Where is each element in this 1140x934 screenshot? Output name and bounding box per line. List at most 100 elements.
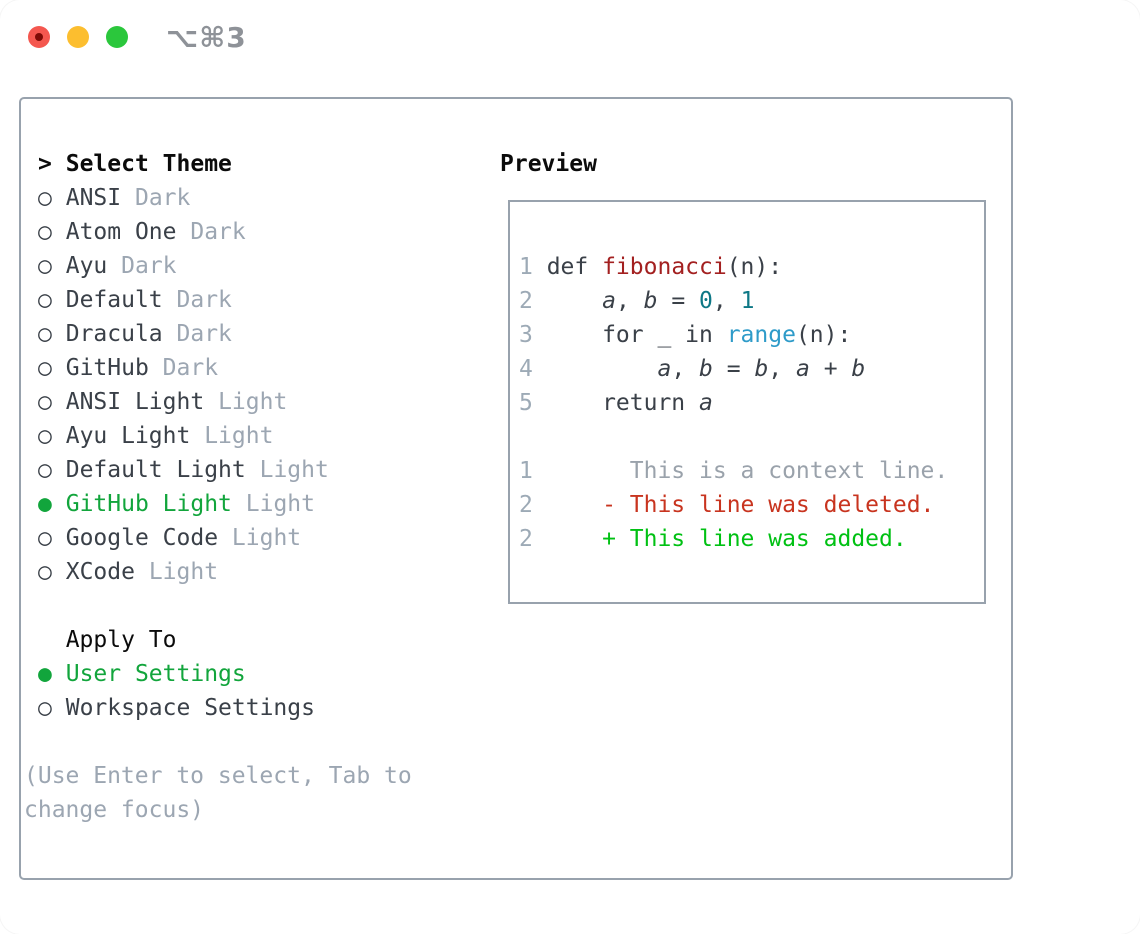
line-number: 4 [519, 356, 533, 382]
theme-name: GitHub [65, 355, 149, 381]
theme-option-default-light[interactable]: ○ Default Light Light [38, 453, 412, 487]
spacer [24, 725, 412, 759]
theme-variant-label: Light [245, 491, 315, 517]
theme-name: Default [65, 287, 163, 313]
theme-list-heading-label: Select Theme [65, 151, 232, 177]
theme-option-ayu-light[interactable]: ○ Ayu Light Light [38, 419, 412, 453]
code-line: 1 This is a context line. [519, 454, 976, 488]
apply-option-label: Workspace Settings [65, 695, 315, 721]
code-token: a [657, 356, 672, 382]
theme-option-dracula[interactable]: ○ Dracula Dark [38, 317, 412, 351]
code-token: a [602, 288, 616, 314]
line-number: 2 [519, 288, 533, 314]
theme-variant-label: Dark [190, 219, 246, 245]
theme-name: ANSI [65, 185, 122, 211]
code-token: return [546, 390, 700, 416]
code-line: 2 + This line was added. [519, 522, 976, 556]
hint-text: change focus) [24, 797, 205, 823]
code-token: fibonacci [602, 254, 727, 280]
radio-unselected-icon: ○ [38, 695, 52, 721]
caret-icon: > [38, 151, 52, 177]
code-token [547, 356, 658, 382]
line-number: 2 [519, 526, 533, 552]
apply-option-user-settings[interactable]: ● User Settings [38, 657, 412, 691]
theme-variant-label: Light [148, 559, 219, 585]
code-token: , [768, 356, 796, 382]
code-token: b [699, 356, 713, 382]
code-token: b [754, 356, 769, 382]
code-token: , [671, 356, 700, 382]
code-token: , [712, 288, 741, 314]
radio-unselected-icon: ○ [38, 185, 52, 211]
theme-option-ansi-light[interactable]: ○ ANSI Light Light [38, 385, 412, 419]
theme-list-heading: > Select Theme [38, 147, 412, 181]
code-token: = [657, 288, 700, 314]
code-token: + [809, 356, 852, 382]
theme-variant-label: Light [231, 525, 302, 551]
code-token: 0 [699, 288, 713, 314]
code-token: 1 [740, 288, 755, 314]
spacer [24, 589, 412, 623]
code-token: range [726, 322, 796, 348]
radio-unselected-icon: ○ [38, 423, 52, 449]
theme-name: Google Code [65, 525, 219, 551]
radio-unselected-icon: ○ [38, 559, 52, 585]
code-token: for _ in [546, 322, 727, 348]
theme-variant-label: Light [204, 423, 274, 449]
line-number: 1 [519, 254, 533, 280]
radio-unselected-icon: ○ [38, 287, 52, 313]
apply-option-label: User Settings [65, 661, 246, 687]
theme-variant-label: Light [218, 389, 288, 415]
theme-option-xcode[interactable]: ○ XCode Light [38, 555, 412, 589]
theme-variant-label: Dark [176, 321, 232, 347]
hint-text: (Use Enter to select, Tab to [24, 763, 412, 789]
radio-selected-icon: ● [38, 491, 52, 517]
radio-unselected-icon: ○ [38, 457, 52, 483]
zoom-button[interactable] [106, 26, 128, 48]
code-token [547, 288, 602, 314]
theme-variant-label: Dark [176, 287, 232, 313]
radio-unselected-icon: ○ [38, 389, 52, 415]
code-line: 2 - This line was deleted. [519, 488, 976, 522]
code-blank-line [519, 420, 976, 454]
theme-option-google-code[interactable]: ○ Google Code Light [38, 521, 412, 555]
close-button[interactable] [28, 26, 50, 48]
code-line: 2 a, b = 0, 1 [519, 284, 976, 318]
theme-name: XCode [65, 559, 135, 585]
code-token: def [546, 254, 603, 280]
theme-option-ansi[interactable]: ○ ANSI Dark [38, 181, 412, 215]
preview-box: 1 def fibonacci (n): 2 a, b = 0, 1 3 for _ i… [508, 200, 986, 604]
radio-unselected-icon: ○ [38, 219, 52, 245]
theme-picker-panel: > Select Theme○ ANSI Dark○ Atom One Dark… [19, 97, 1013, 880]
apply-to-heading: Apply To [38, 623, 412, 657]
code-token: = [712, 356, 755, 382]
line-number: 1 [519, 458, 533, 484]
code-token: - This line was deleted. [546, 492, 935, 518]
code-line: 5 return a [519, 386, 976, 420]
code-token: b [851, 356, 866, 382]
window-title: ⌥⌘3 [166, 21, 247, 54]
code-token: This is a context line. [546, 458, 949, 484]
apply-option-workspace-settings[interactable]: ○ Workspace Settings [38, 691, 412, 725]
line-number: 5 [519, 390, 533, 416]
theme-variant-label: Light [259, 457, 329, 483]
theme-name: Atom One [65, 219, 177, 245]
theme-name: Ayu [65, 253, 108, 279]
code-token: (n): [795, 322, 852, 348]
theme-option-ayu[interactable]: ○ Ayu Dark [38, 249, 412, 283]
theme-variant-label: Dark [121, 253, 177, 279]
close-dot-icon [35, 33, 43, 41]
theme-option-default[interactable]: ○ Default Dark [38, 283, 412, 317]
radio-unselected-icon: ○ [38, 355, 52, 381]
minimize-button[interactable] [67, 26, 89, 48]
theme-option-atom-one[interactable]: ○ Atom One Dark [38, 215, 412, 249]
code-token: , [615, 288, 644, 314]
theme-name: ANSI Light [65, 389, 205, 415]
theme-list: > Select Theme○ ANSI Dark○ Atom One Dark… [24, 147, 412, 827]
line-number: 3 [519, 322, 533, 348]
theme-option-github[interactable]: ○ GitHub Dark [38, 351, 412, 385]
theme-option-github-light[interactable]: ● GitHub Light Light [38, 487, 412, 521]
radio-unselected-icon: ○ [38, 253, 52, 279]
